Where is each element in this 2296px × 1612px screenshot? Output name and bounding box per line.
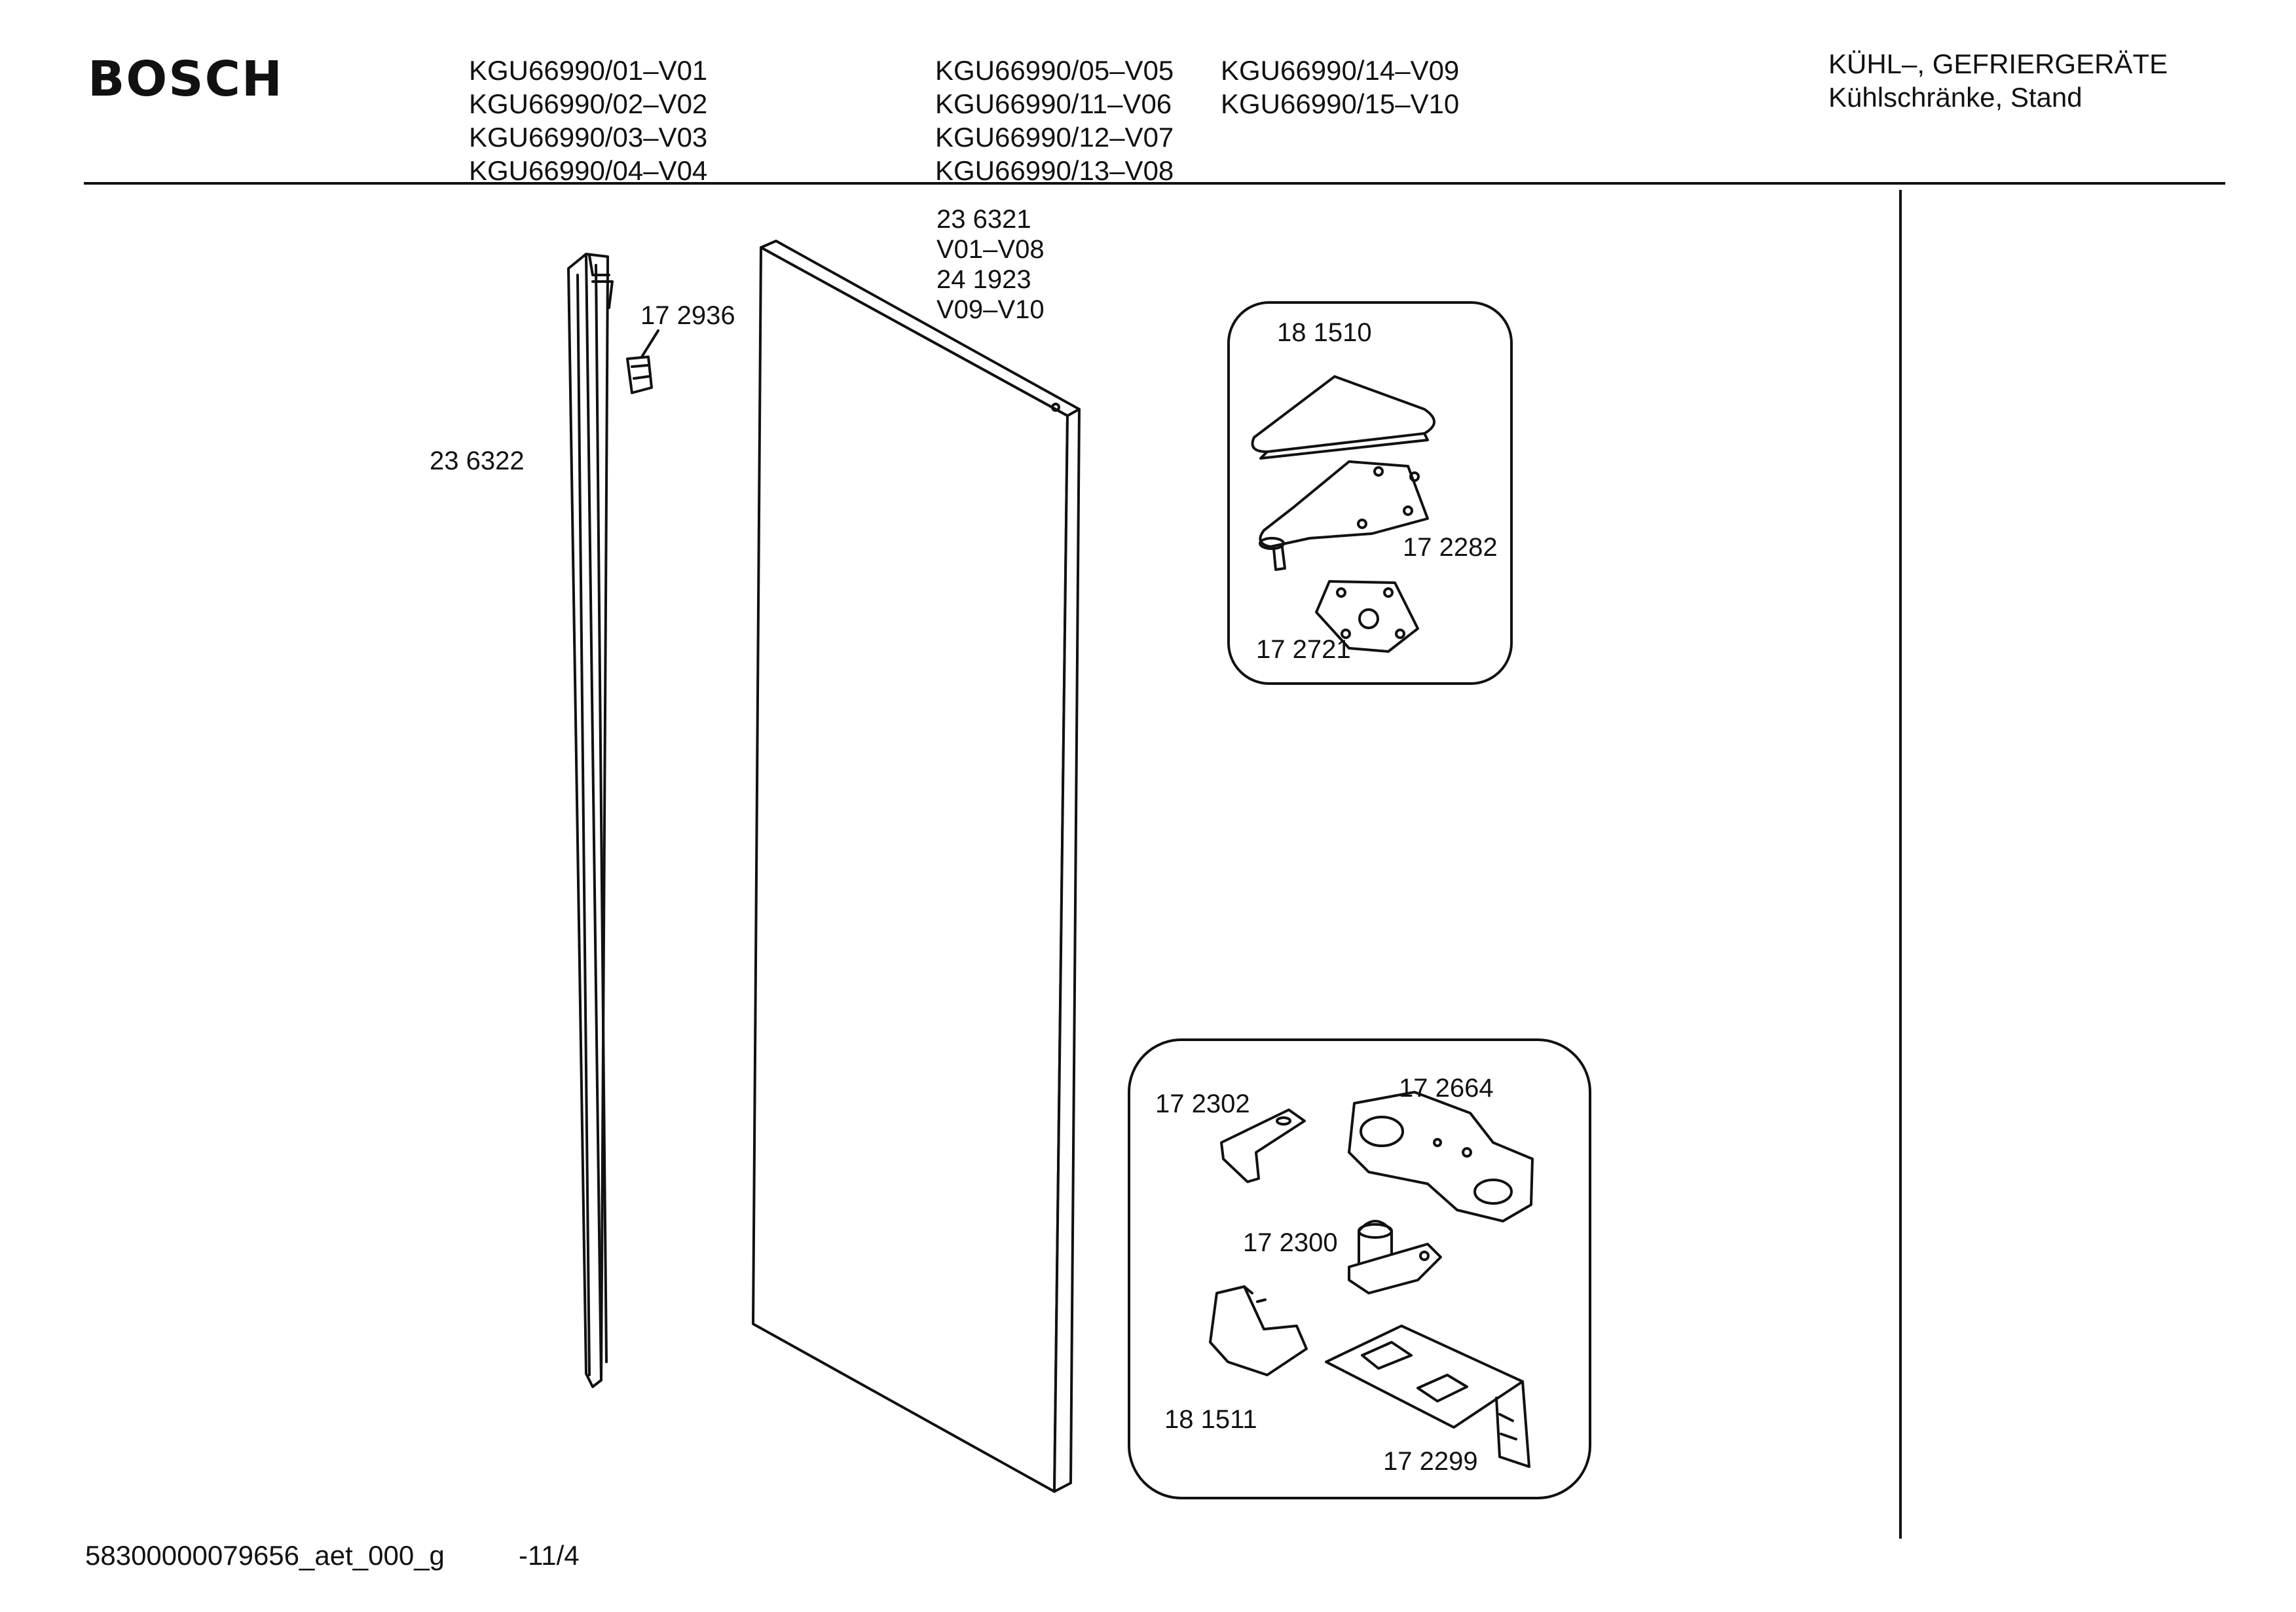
hinge-plate-top-drawing (1315, 580, 1419, 653)
door-panel-codes: 23 6321 V01–V08 24 1923 V09–V10 (936, 204, 1045, 325)
seal-clip-drawing (626, 329, 659, 394)
bracket-small-drawing (1220, 1108, 1306, 1183)
model-number: KGU66990/14–V09 (1221, 55, 1460, 86)
model-number: KGU66990/05–V05 (935, 55, 1174, 86)
model-number: KGU66990/13–V08 (935, 155, 1174, 186)
category-title: KÜHL–, GEFRIERGERÄTE (1828, 48, 2168, 79)
label-door-seal-strip: 23 6322 (430, 447, 525, 475)
label-hinge-cover-bottom: 18 1511 (1164, 1405, 1257, 1434)
label-bracket-small: 17 2302 (1155, 1090, 1250, 1118)
hinge-top-drawing (1259, 460, 1429, 571)
model-number: KGU66990/11–V06 (935, 88, 1172, 119)
door-panel-drawing (752, 240, 1081, 1493)
door-seal-strip-drawing (567, 253, 614, 1388)
bottom-hinge-group-frame (1128, 1038, 1591, 1499)
label-hinge-cover-top: 18 1510 (1277, 318, 1372, 347)
model-number: KGU66990/04–V04 (469, 155, 708, 186)
model-number: KGU66990/12–V07 (935, 122, 1174, 153)
model-number: KGU66990/01–V01 (469, 55, 708, 86)
model-list-3: KGU66990/14–V09 KGU66990/15–V10 (1221, 54, 1459, 120)
right-margin-line (1899, 190, 1902, 1539)
part-number-label: V01–V08 (936, 235, 1045, 264)
hinge-pin-drawing (1348, 1220, 1442, 1294)
part-number-label: 24 1923 (936, 265, 1031, 294)
label-door-stop: 17 2664 (1399, 1074, 1494, 1103)
label-seal-clip: 17 2936 (640, 301, 735, 330)
label-hinge-bottom: 17 2299 (1383, 1447, 1478, 1476)
label-hinge-top: 17 2282 (1403, 533, 1498, 562)
part-number-label: V09–V10 (936, 295, 1045, 324)
page-number: -11/4 (519, 1540, 580, 1571)
hinge-bottom-drawing (1325, 1325, 1530, 1468)
model-number: KGU66990/03–V03 (469, 122, 708, 153)
brand-logo: BOSCH (88, 51, 284, 107)
model-number: KGU66990/15–V10 (1221, 88, 1460, 119)
header-divider (84, 182, 2225, 185)
top-hinge-group-frame (1227, 301, 1513, 685)
door-stop-drawing (1348, 1091, 1534, 1222)
category: KÜHL–, GEFRIERGERÄTE Kühlschränke, Stand (1828, 47, 2168, 114)
hinge-cover-top-drawing (1251, 375, 1435, 460)
document-id: 58300000079656_aet_000_g (85, 1540, 445, 1571)
hinge-cover-bottom-drawing (1209, 1285, 1308, 1376)
model-list-2: KGU66990/05–V05 KGU66990/11–V06 KGU66990… (935, 54, 1174, 187)
label-hinge-pin: 17 2300 (1243, 1228, 1338, 1257)
model-list-1: KGU66990/01–V01 KGU66990/02–V02 KGU66990… (469, 54, 707, 187)
part-number-label: 23 6321 (936, 205, 1031, 234)
label-hinge-plate-top: 17 2721 (1256, 635, 1351, 664)
category-subtitle: Kühlschränke, Stand (1828, 82, 2083, 113)
model-number: KGU66990/02–V02 (469, 88, 708, 119)
